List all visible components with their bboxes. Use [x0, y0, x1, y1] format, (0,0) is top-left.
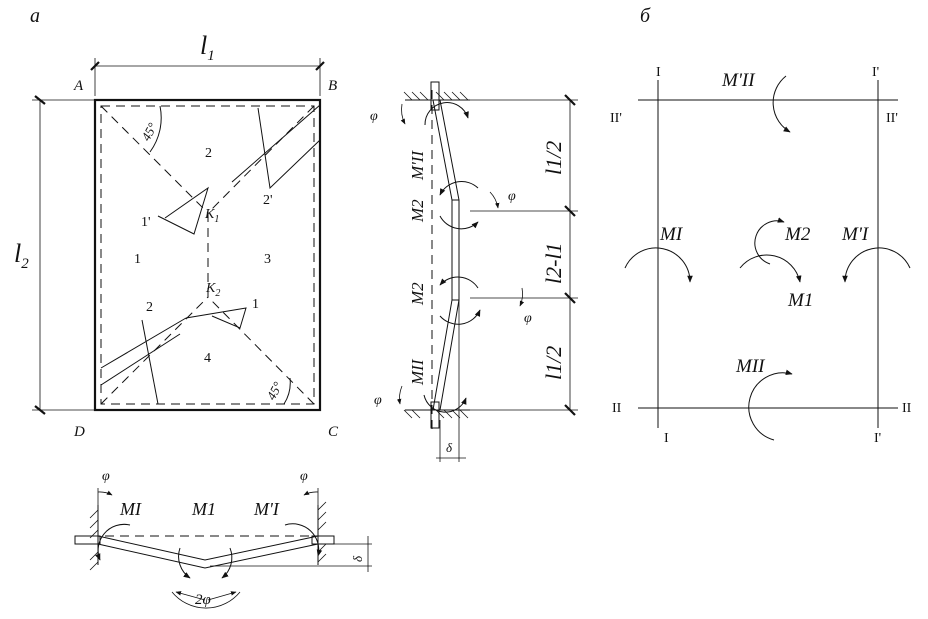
moment-m1-b: M1: [787, 290, 813, 311]
point-k2: K2: [205, 281, 220, 299]
moment-m2-lower: M2: [408, 282, 427, 306]
corner-d: D: [73, 424, 85, 440]
phi-v4: φ: [374, 393, 382, 408]
zone-1: 1: [134, 252, 141, 267]
moment-m2-upper: M2: [408, 199, 427, 223]
phi-v2: φ: [508, 189, 516, 204]
section-horizontal: δ φ φ MI M1 M'I 2φ: [74, 469, 372, 609]
moment-m-ii-prime-b: M'II: [721, 70, 756, 91]
zone-1p: 1': [141, 215, 151, 230]
dim-label-l2: l2: [14, 239, 29, 272]
corner-c: C: [328, 424, 339, 440]
label-ii-left: II: [612, 401, 622, 416]
angle-bottom: 45°: [263, 379, 285, 402]
panel-a: а l1 l2 A B C D: [14, 5, 339, 440]
two-phi: 2φ: [195, 592, 211, 608]
label-i-top: I: [656, 65, 661, 80]
panel-label-b: б: [640, 5, 651, 27]
zone-3: 3: [264, 252, 271, 267]
panel-b: б I I' II' II' II II I I' M'II MII MI M'…: [610, 5, 912, 446]
zone-2b: 2: [146, 300, 153, 315]
delta-vertical: δ: [446, 440, 453, 455]
moment-m-i-b: MI: [659, 224, 684, 245]
label-i-bottom: I: [664, 431, 669, 446]
moment-m-ii-prime: M'II: [408, 150, 427, 181]
crack-strip-1: [185, 307, 247, 329]
yield-line: [207, 105, 315, 214]
phi-v3: φ: [524, 311, 532, 326]
yield-line: [207, 296, 315, 405]
deformed-plate-horizontal: [97, 535, 319, 561]
moment-arc: [424, 102, 469, 126]
crack-strip-2: [141, 319, 159, 405]
crack-strip-2p: [257, 107, 321, 190]
label-iip-right: II': [886, 111, 898, 126]
phi-h-right: φ: [300, 469, 308, 484]
moment-m-i-prime-b: M'I: [841, 224, 870, 245]
dim-label-l1: l1: [200, 31, 215, 64]
yield-line: [100, 105, 209, 214]
moment-m1-h: M1: [191, 499, 216, 519]
label-ip-bottom: I': [874, 431, 881, 446]
angle-arc-bottom: [283, 377, 291, 405]
panel-label-a: а: [30, 5, 40, 27]
zone-2: 2: [205, 146, 212, 161]
section-vertical: δ l1/2 l2-l1 l1/2 M'II M2 M2 MII φ φ φ: [370, 81, 578, 462]
moment-m2-b: M2: [784, 224, 811, 245]
label-ii-right: II: [902, 401, 912, 416]
plate-b-outline: [657, 99, 879, 409]
phi-h-left: φ: [102, 469, 110, 484]
support-contour: [100, 105, 315, 405]
label-ip-top: I': [872, 65, 879, 80]
dim-l1-half-bottom: l1/2: [541, 346, 566, 380]
deformed-plate: [432, 99, 453, 411]
crack-strip-1p: [157, 186, 209, 235]
corner-a: A: [73, 78, 84, 94]
zone-2p: 2': [263, 193, 273, 208]
phi-v1: φ: [370, 109, 378, 124]
corner-b: B: [328, 78, 337, 94]
dim-l1-half-top: l1/2: [541, 141, 566, 175]
zone-4: 4: [204, 351, 211, 366]
delta-horizontal: δ: [350, 555, 365, 562]
moment-m-ii: MII: [408, 358, 427, 386]
angle-arc-top: [149, 105, 162, 153]
point-k1: K1: [204, 207, 219, 225]
plate-outline: [93, 98, 322, 412]
zone-1b: 1: [252, 297, 259, 312]
dim-l2-minus-l1: l2-l1: [541, 242, 566, 284]
moment-m-i-h: MI: [119, 499, 142, 519]
moment-m-i-prime-h: M'I: [253, 499, 280, 519]
label-iip-left: II': [610, 111, 622, 126]
moment-m-ii-b: MII: [735, 356, 766, 377]
